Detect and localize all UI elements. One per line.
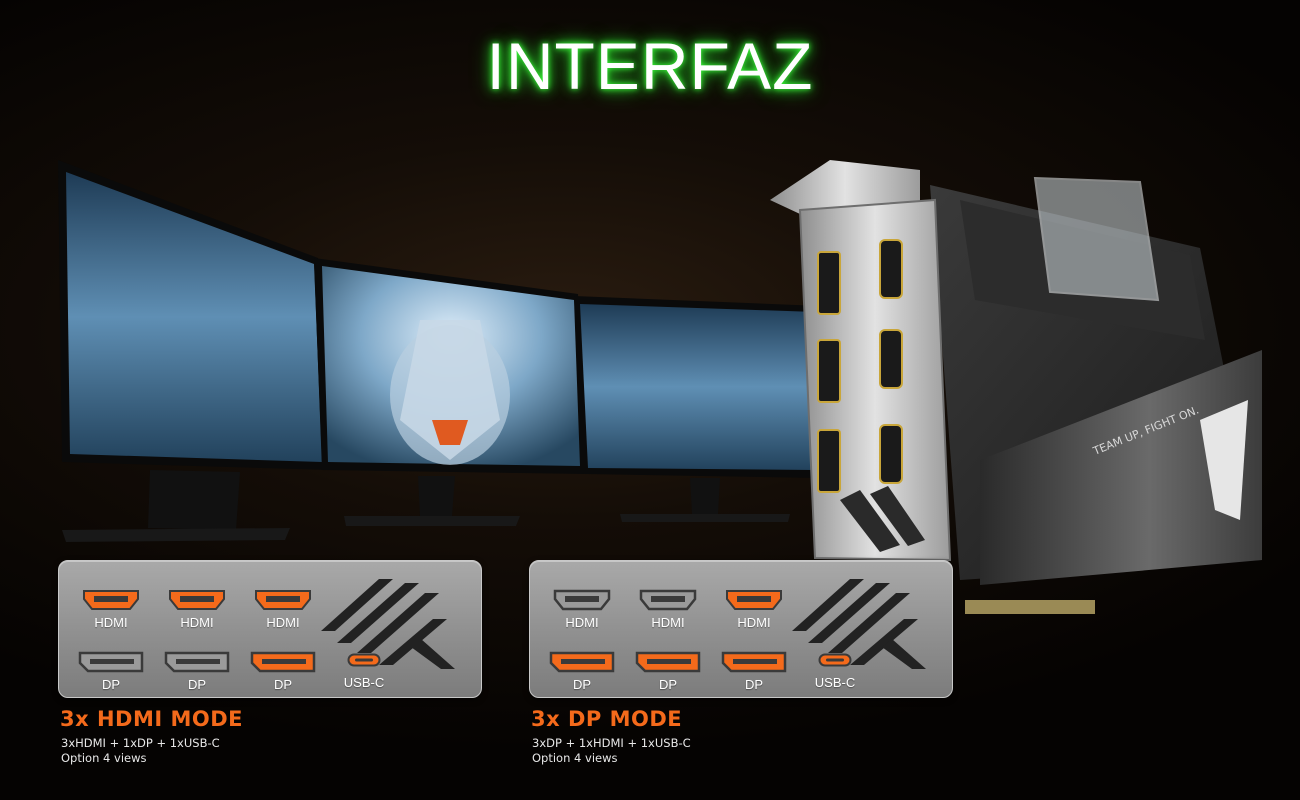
- port-hdmi-3: HDMI: [248, 589, 318, 630]
- hdmi-port-icon: [83, 590, 139, 610]
- monitor-left: [58, 160, 330, 542]
- hdmi-mode-panel: HDMI HDMI HDMI DP DP DP: [58, 560, 482, 698]
- dp-mode-description: 3xDP + 1xHDMI + 1xUSB-C Option 4 views: [532, 736, 691, 766]
- port-label: DP: [273, 677, 293, 692]
- monitor-right: [574, 296, 820, 522]
- port-dp-3: DP: [719, 651, 789, 692]
- port-label: USB-C: [814, 675, 856, 690]
- displayport-icon: [78, 651, 144, 673]
- hdmi-mode-views: Option 4 views: [61, 751, 147, 765]
- port-hdmi-3: HDMI: [719, 589, 789, 630]
- hdmi-port-icon: [726, 590, 782, 610]
- dp-mode-config: 3xDP + 1xHDMI + 1xUSB-C: [532, 736, 691, 750]
- hdmi-port-icon: [553, 589, 611, 611]
- port-usbc: USB-C: [800, 653, 870, 690]
- displayport-icon: [164, 651, 230, 673]
- monitor-center: [314, 258, 586, 526]
- usb-c-icon: [347, 653, 381, 667]
- port-hdmi-1: HDMI: [76, 589, 146, 630]
- displayport-icon: [250, 651, 316, 673]
- port-hdmi-1: HDMI: [547, 589, 617, 630]
- hdmi-port-icon: [639, 589, 697, 611]
- port-hdmi-2: HDMI: [162, 589, 232, 630]
- hdmi-port-icon: [169, 590, 225, 610]
- port-dp-2: DP: [162, 651, 232, 692]
- dp-mode-panel: HDMI HDMI HDMI DP DP DP: [529, 560, 953, 698]
- port-dp-1: DP: [76, 651, 146, 692]
- port-usbc: USB-C: [329, 653, 399, 690]
- port-label: HDMI: [180, 615, 214, 630]
- dp-mode-heading: 3x DP MODE: [531, 707, 683, 731]
- usb-c-icon: [818, 653, 852, 667]
- port-label: HDMI: [94, 615, 128, 630]
- port-label: DP: [101, 677, 121, 692]
- aorus-stripes-icon: [321, 579, 455, 669]
- port-label: HDMI: [737, 615, 771, 630]
- port-dp-2: DP: [633, 651, 703, 692]
- port-label: HDMI: [266, 615, 300, 630]
- port-label: DP: [572, 677, 592, 692]
- port-label: DP: [187, 677, 207, 692]
- port-label: DP: [744, 677, 764, 692]
- displayport-icon: [549, 651, 615, 673]
- displayport-icon: [721, 651, 787, 673]
- page-title: INTERFAZ: [486, 29, 814, 103]
- dp-mode-views: Option 4 views: [532, 751, 618, 765]
- port-dp-1: DP: [547, 651, 617, 692]
- hdmi-mode-description: 3xHDMI + 1xDP + 1xUSB-C Option 4 views: [61, 736, 220, 766]
- hdmi-port-icon: [255, 590, 311, 610]
- hdmi-mode-config: 3xHDMI + 1xDP + 1xUSB-C: [61, 736, 220, 750]
- io-bracket: [770, 160, 952, 562]
- port-label: HDMI: [565, 615, 599, 630]
- port-dp-3: DP: [248, 651, 318, 692]
- port-hdmi-2: HDMI: [633, 589, 703, 630]
- displayport-icon: [635, 651, 701, 673]
- aorus-stripes-icon: [792, 579, 926, 669]
- port-label: DP: [658, 677, 678, 692]
- port-label: HDMI: [651, 615, 685, 630]
- hdmi-mode-heading: 3x HDMI MODE: [60, 707, 244, 731]
- port-label: USB-C: [343, 675, 385, 690]
- graphics-card: TEAM UP, FIGHT ON.: [930, 176, 1262, 614]
